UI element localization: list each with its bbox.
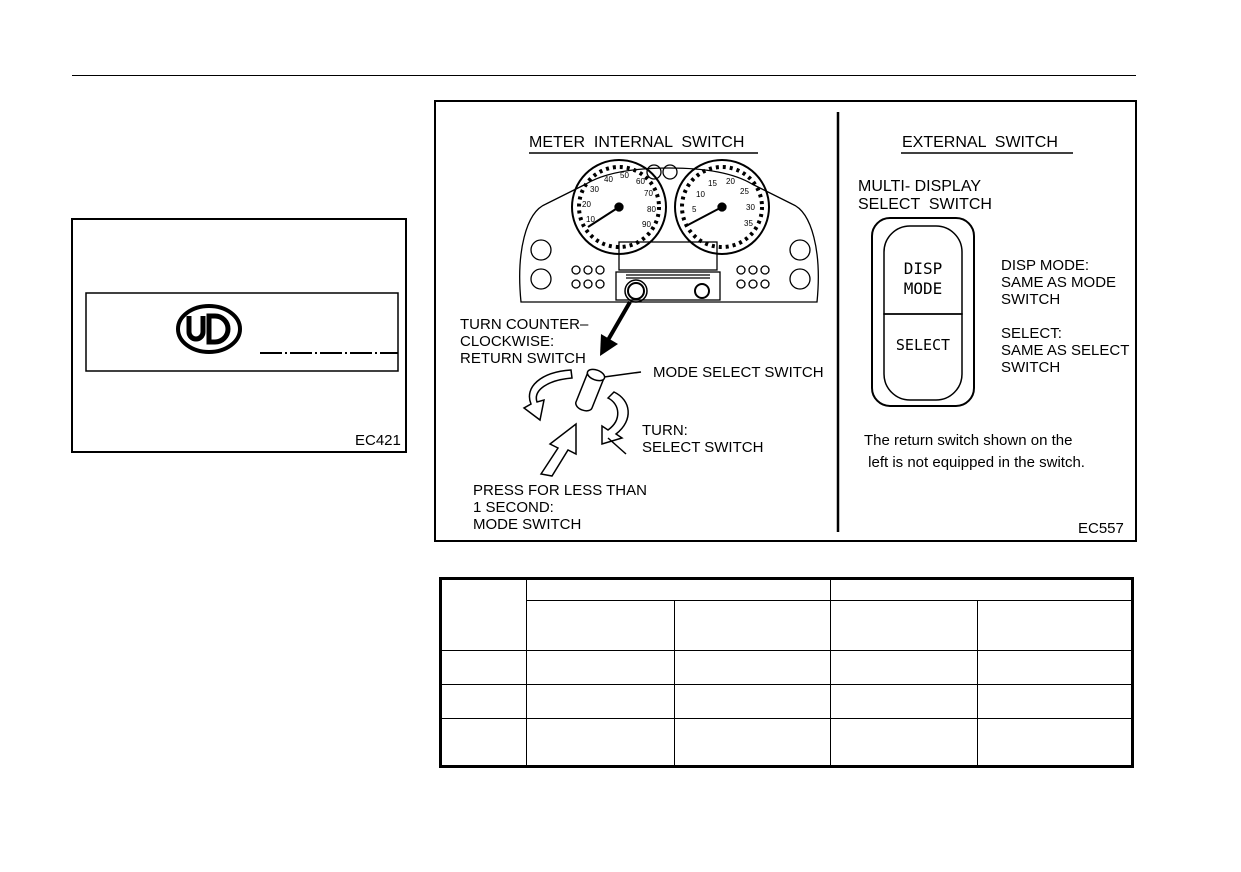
- tick-label: 20: [726, 177, 735, 186]
- turn-ccw-label: TURN COUNTER– CLOCKWISE: RETURN SWITCH: [460, 316, 589, 367]
- tick-label: 25: [740, 187, 749, 196]
- table-cell: [526, 600, 675, 651]
- tick-label: 30: [590, 185, 599, 194]
- header-rule: [72, 75, 1136, 76]
- table-cell: [830, 718, 978, 767]
- tick-label: 10: [586, 215, 595, 224]
- tick-label: 70: [644, 189, 653, 198]
- table-cell: [674, 600, 831, 651]
- pointer-arrow-icon: [600, 300, 632, 356]
- table-cell: [526, 684, 675, 719]
- table-row: [440, 684, 1133, 719]
- table-cell: [977, 650, 1133, 685]
- tick-label: 40: [604, 175, 613, 184]
- table-cell: [674, 650, 831, 685]
- table-cell: [977, 684, 1133, 719]
- press-label: PRESS FOR LESS THAN 1 SECOND: MODE SWITC…: [473, 482, 647, 533]
- figure-switch-diagram: 10 20 30 40 50 60 70 80 90 5 10 15 20 25…: [434, 100, 1137, 542]
- tick-label: 50: [620, 171, 629, 180]
- tick-label: 20: [582, 200, 591, 209]
- table-cell: [830, 600, 978, 651]
- table-cell: [440, 684, 527, 719]
- figure-code: EC421: [355, 432, 401, 449]
- table-cell: [674, 718, 831, 767]
- left-title: METER INTERNAL SWITCH: [529, 134, 745, 151]
- disp-mode-button: DISP MODE: [903, 259, 943, 298]
- table-cell: [526, 718, 675, 767]
- table-cell: [830, 650, 978, 685]
- select-button: SELECT: [895, 336, 951, 354]
- select-note: SELECT: SAME AS SELECT SWITCH: [1001, 325, 1130, 376]
- table-cell: [440, 718, 527, 767]
- table-row: [440, 718, 1133, 767]
- table-cell: [830, 684, 978, 719]
- table-row: [440, 650, 1133, 685]
- switch-table: [439, 577, 1134, 768]
- table-cell: [526, 650, 675, 685]
- table-cell: [440, 578, 527, 651]
- tick-label: 35: [744, 219, 753, 228]
- tick-label: 80: [647, 205, 656, 214]
- table-cell: [674, 684, 831, 719]
- external-switch-icon: [871, 217, 975, 407]
- ud-badge-icon: [176, 304, 242, 354]
- table-cell: [440, 650, 527, 685]
- tick-label: 60: [636, 177, 645, 186]
- tick-label: 30: [746, 203, 755, 212]
- rotate-arrows-icon: [522, 369, 629, 477]
- turn-select-label: TURN: SELECT SWITCH: [642, 422, 764, 456]
- instrument-cluster-icon: [519, 159, 819, 303]
- table-cell: [830, 578, 1133, 601]
- knob-icon: [575, 368, 642, 412]
- disp-mode-note: DISP MODE: SAME AS MODE SWITCH: [1001, 257, 1117, 308]
- figure-ud-logo: EC421: [71, 218, 407, 453]
- right-title: EXTERNAL SWITCH: [902, 134, 1058, 151]
- table-cell: [526, 578, 831, 601]
- tick-label: 5: [692, 205, 697, 214]
- switch-drawing: 10 20 30 40 50 60 70 80 90 5 10 15 20 25…: [519, 112, 1073, 532]
- mode-select-label: MODE SELECT SWITCH: [653, 364, 824, 381]
- figure-code: EC557: [1078, 520, 1124, 537]
- tick-label: 90: [642, 220, 651, 229]
- table-cell: [977, 600, 1133, 651]
- gauge-ticks: 10 20 30 40 50 60 70 80 90 5 10 15 20 25…: [582, 171, 755, 229]
- ud-logo-drawing: [85, 292, 399, 372]
- multi-display-label: MULTI- DISPLAY SELECT SWITCH: [858, 178, 992, 213]
- tick-label: 10: [696, 190, 705, 199]
- footnote: The return switch shown on the left is n…: [864, 432, 1085, 471]
- tick-label: 15: [708, 179, 717, 188]
- table-cell: [977, 718, 1133, 767]
